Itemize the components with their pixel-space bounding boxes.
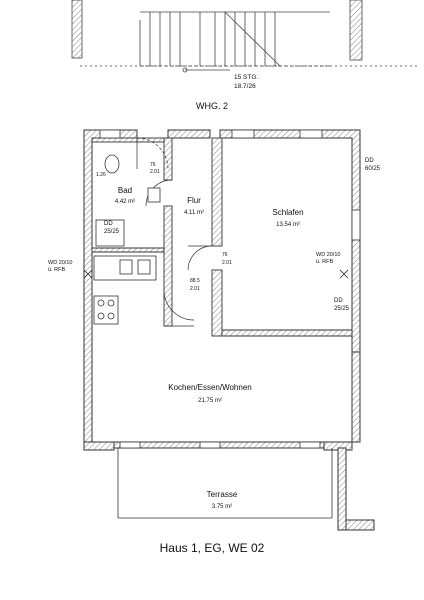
door-flur-width: 76 [222, 252, 228, 258]
room-kochen-name: Kochen/Essen/Wohnen [168, 383, 251, 392]
room-flur-area: 4.11 m² [184, 210, 204, 216]
unit-above-label: WHG. 2 [196, 101, 228, 111]
door-bad-width: 76 [150, 162, 156, 168]
room-schlafen-name: Schlafen [272, 208, 303, 217]
wd-left-note: ü. RFB [48, 267, 65, 273]
plan-caption: Haus 1, EG, WE 02 [159, 541, 265, 555]
room-schlafen-area: 13.54 m² [276, 222, 300, 228]
dd-top-right-label: DD [365, 158, 374, 164]
stair-ratio: 18.7/26 [234, 83, 256, 90]
room-bad-name: Bad [118, 186, 132, 195]
wd-right-label: WD 20/10 [316, 252, 340, 258]
windows [99, 129, 361, 449]
bathroom-fixtures [95, 154, 161, 247]
room-kochen-area: 21.75 m² [198, 398, 222, 404]
door-kitchen-width: 88.5 [190, 278, 200, 284]
door-flur-height: 2.01 [222, 260, 232, 266]
wall-marker-icon [83, 269, 349, 279]
room-bad-area: 4.42 m² [115, 199, 135, 205]
room-terrasse-area: 3.75 m² [212, 504, 232, 510]
wall-upper-right [349, 0, 363, 61]
dd-bad-size: 25/25 [104, 229, 120, 235]
interior-walls [91, 137, 353, 337]
wd-left-label: WD 20/10 [48, 260, 72, 266]
dd-schlafen-size: 25/25 [334, 306, 350, 312]
kitchen-fixtures [93, 255, 157, 325]
door-kitchen-height: 2.01 [190, 286, 200, 292]
terrace [117, 448, 333, 519]
bad-window-size: 1.26 [96, 172, 106, 178]
stair-area [71, 0, 420, 73]
stair-steps: 15 STG. [234, 74, 258, 81]
dd-bad-label: DD [104, 221, 113, 227]
dd-schlafen-label: DD [334, 298, 343, 304]
door-bad-height: 2.01 [150, 169, 160, 175]
wd-right-note: ü. RFB [316, 259, 333, 265]
room-terrasse-name: Terrasse [207, 490, 238, 499]
door-swings [136, 137, 213, 327]
dd-top-right-size: 60/25 [365, 166, 381, 172]
room-flur-name: Flur [187, 196, 201, 205]
